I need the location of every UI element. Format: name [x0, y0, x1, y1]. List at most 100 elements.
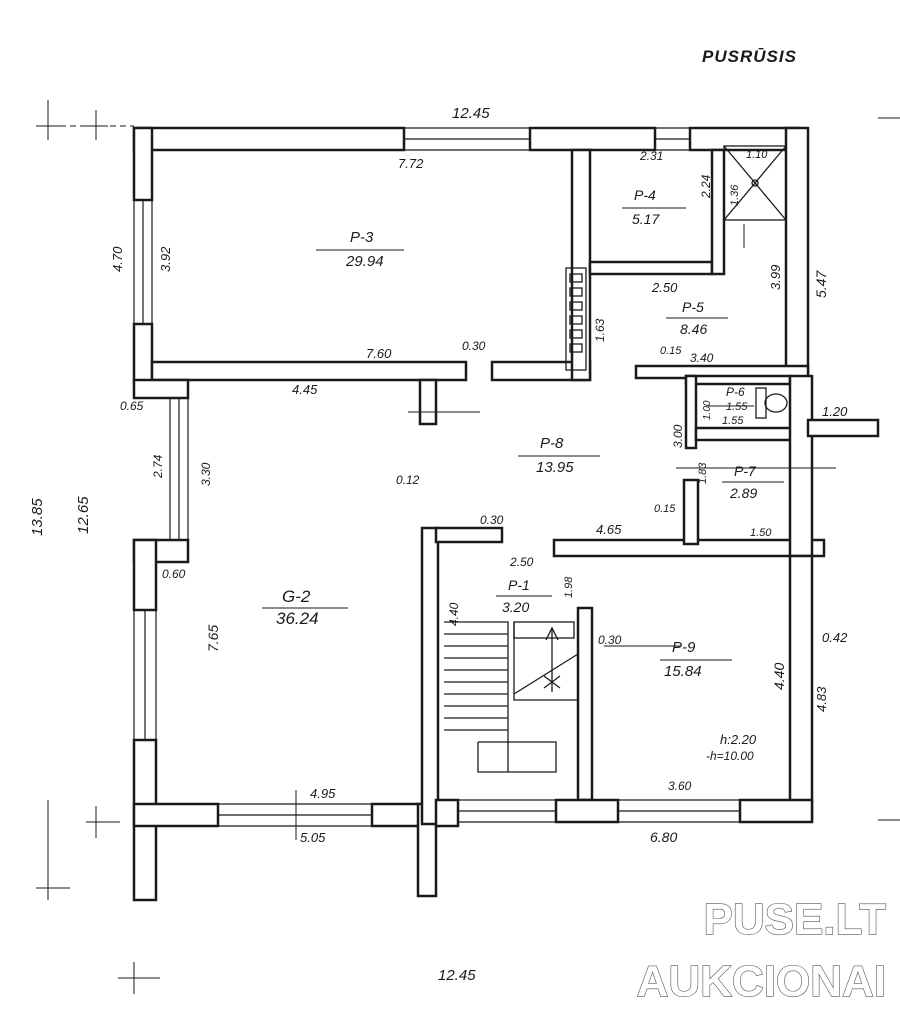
dim-p4-side: 2.24	[699, 174, 713, 199]
dim-thickness-042: 0.42	[822, 630, 848, 645]
wall-g2-right-b	[420, 526, 440, 826]
dim-thickness-330: 3.30	[199, 462, 213, 486]
wall-right-lower	[788, 554, 814, 822]
wall-left-p3-top	[132, 126, 154, 202]
dim-thickness-015-a: 0.15	[660, 345, 682, 357]
level-mark: -h=10.00	[706, 749, 754, 763]
wall-bottom-p1-p9	[554, 798, 620, 824]
dim-thickness-030-c: 0.30	[598, 633, 622, 647]
walls	[132, 126, 880, 902]
ceiling-height: h:2.20	[720, 732, 757, 747]
dim-p9-bottom: 3.60	[668, 779, 692, 793]
dim-p9-outer: 6.80	[650, 829, 677, 845]
watermark-line-1: PUSE.LT	[703, 895, 886, 944]
dim-p5-right: 3.99	[768, 265, 783, 290]
window-left-g2-upper	[169, 398, 189, 540]
dim-p8-right: 3.00	[671, 424, 685, 448]
window-left-p3	[133, 200, 153, 324]
dim-shower-w: 1.10	[746, 149, 768, 161]
wall-right-mid	[788, 374, 814, 558]
room-p4: P-4 5.17	[622, 187, 686, 227]
wall-top-left	[132, 126, 406, 152]
room-code: G-2	[282, 587, 311, 606]
dimension-labels: 12.45 12.45 13.85 12.65 7.72 7.60 4.70 3…	[29, 105, 848, 984]
dim-top-overall: 12.45	[452, 105, 490, 122]
dim-bottom-overall: 12.45	[438, 967, 476, 984]
dim-thickness-015-b: 0.15	[654, 503, 676, 515]
window-bottom-p1	[458, 799, 556, 823]
dim-p7-height: 1.83	[697, 462, 709, 484]
dim-p5-left: 1.63	[593, 318, 607, 342]
room-code: P-3	[350, 229, 374, 246]
toilet-tank	[755, 387, 767, 419]
dim-left-inner: 12.65	[75, 496, 92, 534]
dim-p8-bottom: 4.65	[596, 522, 622, 537]
room-code: P-1	[508, 577, 530, 593]
room-p8: P-8 13.95	[518, 435, 600, 476]
window-left-g2-lower	[133, 610, 157, 740]
dim-p1-top: 2.50	[509, 555, 534, 569]
plan-title: PUSRŪSIS	[702, 47, 797, 66]
dim-exterior-120: 1.20	[822, 404, 848, 419]
dim-p3-left-outer: 4.70	[110, 246, 125, 272]
wall-p6-bottom	[694, 426, 798, 442]
room-area: 15.84	[664, 663, 702, 680]
dim-right-lower: 4.83	[814, 686, 829, 712]
dim-p6-height: 1.00	[702, 400, 713, 420]
dim-thickness-030-b: 0.30	[480, 513, 504, 527]
wall-top-right	[688, 126, 800, 152]
room-area: 29.94	[345, 253, 384, 270]
wall-p3-bottom	[150, 360, 468, 382]
wall-bottom-g2-left	[132, 802, 220, 828]
dim-g2-top: 4.45	[292, 382, 318, 397]
dim-thickness-060: 0.60	[162, 567, 186, 581]
room-code: P-8	[540, 435, 564, 452]
wall-p1-p9	[576, 606, 594, 802]
dim-p7-width: 1.50	[750, 527, 772, 539]
dim-thickness-030-a: 0.30	[462, 339, 486, 353]
toilet-bowl	[764, 393, 788, 413]
dim-p5-top: 2.50	[651, 280, 678, 295]
dim-g2-bottom-inner: 4.95	[310, 786, 336, 801]
room-area: 8.46	[680, 321, 707, 337]
dim-thickness-065: 0.65	[120, 399, 144, 413]
wall-p3-right	[570, 148, 592, 382]
dim-p9-height: 4.40	[771, 663, 787, 690]
dim-p6-width: 1.55	[722, 415, 744, 427]
dim-left-overall: 13.85	[29, 498, 46, 536]
wall-top-mid	[528, 126, 657, 152]
room-p7: P-7 2.89	[722, 463, 784, 501]
dim-thickness-012: 0.12	[396, 473, 420, 487]
wall-p4-right	[710, 148, 726, 276]
fixtures	[444, 145, 788, 773]
dimension-lines	[36, 100, 900, 994]
wall-p7-left	[682, 478, 700, 546]
wall-p4-bottom	[588, 260, 714, 276]
wall-right-upper	[784, 126, 810, 378]
room-code: P-4	[634, 187, 656, 203]
room-area: 13.95	[536, 459, 574, 476]
shower-diagonal-b	[723, 145, 787, 221]
wall-left-p3-bottom	[132, 322, 154, 386]
room-area: 1.55	[726, 401, 748, 413]
wall-g2-right-a	[418, 378, 438, 426]
shower-tray	[723, 145, 787, 221]
room-area: 5.17	[632, 211, 660, 227]
dim-stair-height: 4.40	[447, 602, 461, 626]
room-g2: G-2 36.24	[262, 587, 348, 628]
wall-p6-left	[684, 374, 698, 450]
dim-right-upper: 5.47	[813, 270, 829, 298]
wall-p6-top	[684, 374, 792, 386]
dim-shower-h: 1.36	[729, 184, 741, 206]
room-area: 2.89	[729, 485, 757, 501]
room-code: P-7	[734, 463, 757, 479]
room-code: P-9	[672, 639, 696, 656]
dim-thickness-274: 2.74	[151, 454, 165, 479]
window-bottom-p9	[618, 799, 740, 823]
room-p1: P-1 3.20	[496, 577, 552, 615]
windows	[133, 127, 740, 827]
room-labels: P-3 29.94 P-4 5.17 P-5 8.46 P-6 1.55 P-8…	[262, 187, 784, 680]
wall-bottom-p9-right	[738, 798, 814, 824]
